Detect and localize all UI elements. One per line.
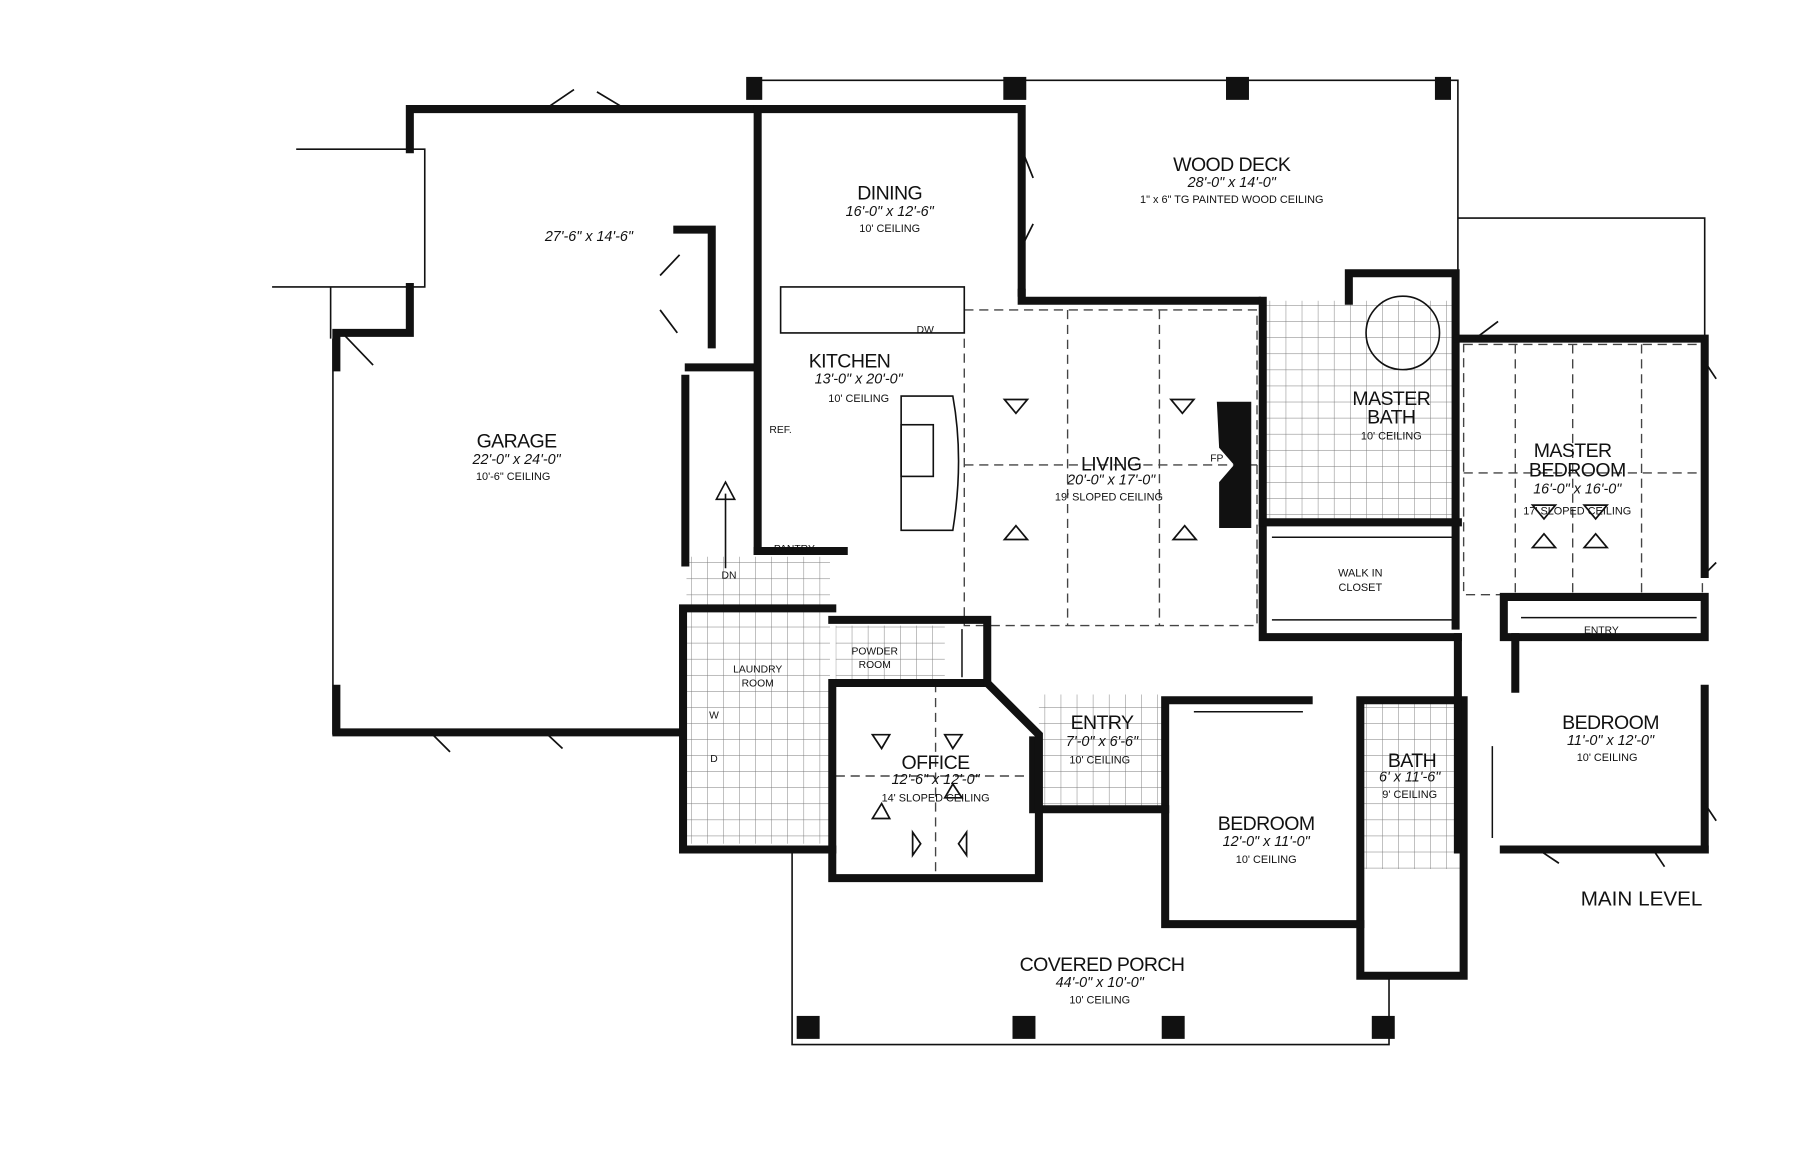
office-dims: 12'-6" x 12'-0" <box>892 772 981 788</box>
room-master-bedroom: MASTER BEDROOM 16'-0" x 16'-0" 17' SLOPE… <box>1523 440 1631 517</box>
wood-deck-dims: 28'-0" x 14'-0" <box>1187 175 1277 191</box>
garage-name: GARAGE <box>477 431 558 453</box>
bedroom-2-ceiling: 10' CEILING <box>1236 854 1297 866</box>
kitchen-dims: 13'-0" x 20'-0" <box>815 371 904 387</box>
wood-deck-name: WOOD DECK <box>1173 154 1291 176</box>
stair-down-label: DN <box>721 571 736 582</box>
bedroom-3-dims: 11'-0" x 12'-0" <box>1567 733 1655 749</box>
room-bedroom-3: BEDROOM 11'-0" x 12'-0" 10' CEILING <box>1562 712 1659 764</box>
living-ceiling: 19' SLOPED CEILING <box>1055 491 1163 503</box>
garage-ceiling: 10'-6" CEILING <box>476 471 550 483</box>
kitchen-ceiling: 10' CEILING <box>828 393 889 405</box>
living-dims: 20'-0" x 17'-0" <box>1066 472 1156 488</box>
laundry-name-1: LAUNDRY <box>733 665 782 676</box>
porch-dims: 44'-0" x 10'-0" <box>1056 975 1145 991</box>
room-entry: ENTRY 7'-0" x 6'-6" 10' CEILING <box>1066 712 1139 766</box>
wood-deck-ceiling: 1" x 6" TG PAINTED WOOD CEILING <box>1140 194 1323 206</box>
dining-dims: 16'-0" x 12'-6" <box>846 204 935 220</box>
pantry-label: PANTRY <box>774 544 815 555</box>
room-laundry: LAUNDRY ROOM <box>733 665 782 690</box>
garage-dims: 22'-0" x 24'-0" <box>472 452 562 468</box>
room-bedroom-2: BEDROOM 12'-0" x 11'-0" 10' CEILING <box>1218 813 1315 866</box>
master-bath-name-1: MASTER <box>1352 388 1430 410</box>
closet-name-1: WALK IN <box>1338 567 1382 579</box>
fireplace <box>1216 401 1252 529</box>
closet-rods <box>961 536 1697 838</box>
bedroom-2-dims: 12'-0" x 11'-0" <box>1223 834 1311 850</box>
washer-label: W <box>709 711 719 722</box>
dining-name: DINING <box>857 183 922 205</box>
bedroom-2-name: BEDROOM <box>1218 813 1315 835</box>
entry-dims: 7'-0" x 6'-6" <box>1066 734 1139 750</box>
outline-lines <box>272 79 1706 1046</box>
powder-name-2: ROOM <box>859 660 891 671</box>
master-bath-ceiling: 10' CEILING <box>1361 431 1422 443</box>
office-ceiling: 14' SLOPED CEILING <box>882 792 990 804</box>
dining-ceiling: 10' CEILING <box>859 223 920 235</box>
entry-name: ENTRY <box>1071 712 1134 734</box>
powder-name-1: POWDER <box>852 646 898 657</box>
entry-ceiling: 10' CEILING <box>1069 754 1130 766</box>
laundry-name-2: ROOM <box>742 678 774 689</box>
living-name: LIVING <box>1081 454 1142 476</box>
porch-name: COVERED PORCH <box>1020 954 1185 976</box>
bathtub <box>1365 295 1441 371</box>
bedroom-3-name: BEDROOM <box>1562 712 1659 734</box>
room-powder: POWDER ROOM <box>852 646 898 671</box>
dryer-label: D <box>710 754 717 765</box>
kitchen-island <box>900 395 960 532</box>
bath-name: BATH <box>1388 750 1436 772</box>
fireplace-label: FP <box>1210 453 1223 464</box>
room-bath: BATH 6' x 11'-6" 9' CEILING <box>1379 750 1441 801</box>
room-living: LIVING 20'-0" x 17'-0" 19' SLOPED CEILIN… <box>1055 454 1163 504</box>
room-garage-bay: 27'-6" x 14'-6" <box>544 229 634 245</box>
room-kitchen: KITCHEN 13'-0" x 20'-0" 10' CEILING <box>809 350 904 404</box>
room-master-bath: MASTER BATH 10' CEILING <box>1352 388 1431 443</box>
kitchen-counter <box>779 286 966 334</box>
walls <box>332 105 1709 980</box>
room-covered-porch: COVERED PORCH 44'-0" x 10'-0" 10' CEILIN… <box>1020 954 1185 1006</box>
room-dining: DINING 16'-0" x 12'-6" 10' CEILING <box>846 183 935 235</box>
kitchen-name: KITCHEN <box>809 350 891 372</box>
garage-bay-dims: 27'-6" x 14'-6" <box>544 229 634 245</box>
bath-ceiling: 9' CEILING <box>1382 789 1437 801</box>
master-bedroom-name-1: MASTER <box>1534 440 1612 462</box>
master-bedroom-ceiling: 17' SLOPED CEILING <box>1523 505 1631 517</box>
stair-arrow <box>714 480 737 569</box>
room-office: OFFICE 12'-6" x 12'-0" 14' SLOPED CEILIN… <box>882 752 990 804</box>
slope-markers <box>870 398 1609 858</box>
room-garage: GARAGE 22'-0" x 24'-0" 10'-6" CEILING <box>472 431 562 483</box>
plan-title: MAIN LEVEL <box>1581 888 1703 911</box>
bath-dims: 6' x 11'-6" <box>1379 770 1441 786</box>
posts <box>746 76 1452 1039</box>
entry-closet-label: ENTRY <box>1584 626 1619 637</box>
room-walk-in-closet: WALK IN CLOSET <box>1338 567 1382 594</box>
master-bath-name-2: BATH <box>1367 407 1415 429</box>
bedroom-3-ceiling: 10' CEILING <box>1577 752 1638 764</box>
master-bedroom-name-2: BEDROOM <box>1529 459 1626 481</box>
porch-ceiling: 10' CEILING <box>1069 994 1130 1006</box>
refrigerator-label: REF. <box>769 425 791 436</box>
closet-name-2: CLOSET <box>1339 582 1383 594</box>
room-wood-deck: WOOD DECK 28'-0" x 14'-0" 1" x 6" TG PAI… <box>1140 154 1323 206</box>
master-bedroom-dims: 16'-0" x 16'-0" <box>1533 482 1622 498</box>
doors <box>343 88 1717 868</box>
dishwasher-label: DW <box>917 325 934 336</box>
office-name: OFFICE <box>902 752 971 774</box>
